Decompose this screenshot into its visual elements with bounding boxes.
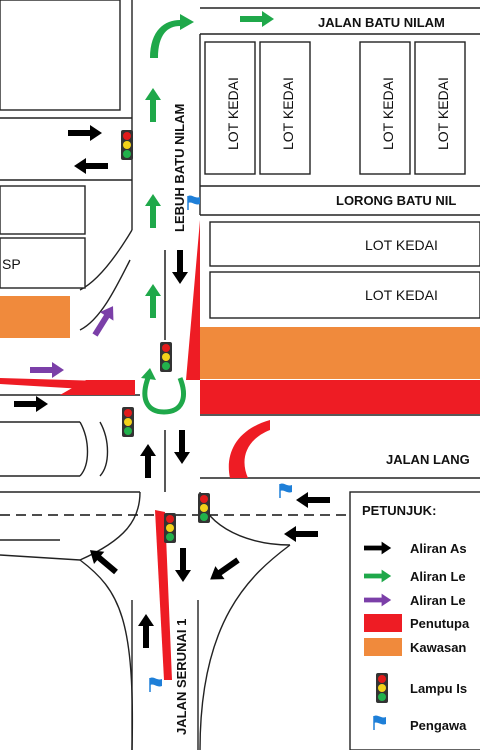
street-label-lorong: LORONG BATU NIL <box>336 193 456 208</box>
road-closures <box>0 220 480 680</box>
legend-title: PETUNJUK: <box>362 503 436 518</box>
legend: PETUNJUK: Aliran As Aliran Le Aliran Le … <box>349 491 480 750</box>
legend-item-2: Aliran Le <box>410 569 466 584</box>
legend-item-6: Lampu Is <box>410 681 467 696</box>
street-label-batu-nilam: JALAN BATU NILAM <box>318 15 445 30</box>
warden-flags <box>149 194 293 693</box>
green-flow-arrows <box>141 11 274 415</box>
orange-zone-left <box>0 296 70 338</box>
legend-item-5: Kawasan <box>410 640 466 655</box>
orange-zone-right <box>200 327 480 379</box>
svg-text:LOT KEDAI: LOT KEDAI <box>280 77 296 150</box>
red-block-icon <box>364 614 402 632</box>
legend-item-7: Pengawa <box>410 718 467 733</box>
svg-text:LOT KEDAI: LOT KEDAI <box>380 77 396 150</box>
svg-text:LOT KEDAI: LOT KEDAI <box>435 77 451 150</box>
orange-block-icon <box>364 638 402 656</box>
street-label-lebuh: LEBUH BATU NILAM <box>172 104 187 232</box>
street-label-serunai: JALAN SERUNAI 1 <box>174 619 189 735</box>
svg-text:LOT KEDAI: LOT KEDAI <box>365 287 438 303</box>
svg-text:LOT KEDAI: LOT KEDAI <box>225 77 241 150</box>
svg-text:SP: SP <box>2 256 21 272</box>
buildings <box>0 0 480 379</box>
legend-item-1: Aliran As <box>410 541 467 556</box>
street-label-jalan-lang: JALAN LANG <box>386 452 470 467</box>
traffic-light-icon <box>376 673 388 703</box>
shop-lot-labels: LOT KEDAI LOT KEDAI LOT KEDAI LOT KEDAI … <box>2 77 451 303</box>
svg-text:LOT KEDAI: LOT KEDAI <box>365 237 438 253</box>
legend-item-3: Aliran Le <box>410 593 466 608</box>
legend-item-4: Penutupa <box>410 616 470 631</box>
